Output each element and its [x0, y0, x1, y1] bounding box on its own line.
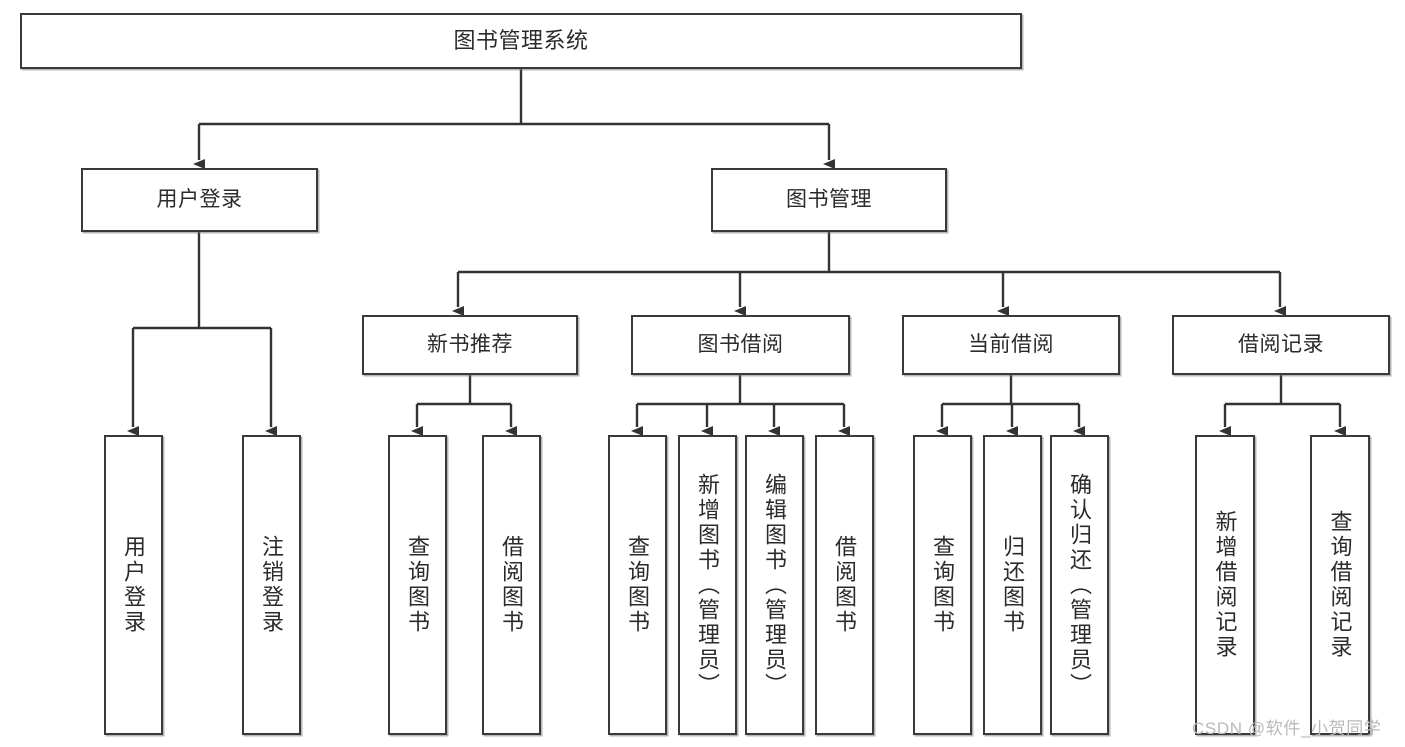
- node-leaf-confirm-return-admin[interactable]: 确认归还（管理员）: [1050, 435, 1109, 735]
- node-label: 查询图书: [405, 535, 431, 635]
- node-leaf-add-book-admin[interactable]: 新增图书（管理员）: [678, 435, 737, 735]
- node-leaf-query-books-newbook[interactable]: 查询图书: [388, 435, 447, 735]
- node-label: 新增图书（管理员）: [695, 472, 721, 698]
- node-book-borrowing[interactable]: 图书借阅: [631, 315, 850, 375]
- node-new-book-recommendation[interactable]: 新书推荐: [362, 315, 578, 375]
- node-label: 新增借阅记录: [1212, 510, 1238, 660]
- node-label: 归还图书: [1000, 535, 1026, 635]
- node-leaf-edit-book-admin[interactable]: 编辑图书（管理员）: [745, 435, 804, 735]
- node-borrowing-records[interactable]: 借阅记录: [1172, 315, 1390, 375]
- node-label: 借阅记录: [1238, 333, 1324, 357]
- node-leaf-borrow-books-newbook[interactable]: 借阅图书: [482, 435, 541, 735]
- node-current-borrowing[interactable]: 当前借阅: [902, 315, 1120, 375]
- node-user-login[interactable]: 用户登录: [81, 168, 318, 232]
- node-leaf-logout[interactable]: 注销登录: [242, 435, 301, 735]
- node-leaf-add-borrow-record[interactable]: 新增借阅记录: [1195, 435, 1255, 735]
- node-label: 图书借阅: [697, 333, 784, 357]
- node-leaf-user-login[interactable]: 用户登录: [104, 435, 163, 735]
- node-leaf-query-books-current[interactable]: 查询图书: [913, 435, 972, 735]
- node-label: 确认归还（管理员）: [1067, 472, 1093, 698]
- node-label: 借阅图书: [499, 535, 525, 635]
- node-leaf-query-books-borrow[interactable]: 查询图书: [608, 435, 667, 735]
- node-label: 查询借阅记录: [1327, 510, 1353, 660]
- node-label: 借阅图书: [832, 535, 858, 635]
- node-label: 图书管理: [786, 188, 872, 212]
- node-label: 编辑图书（管理员）: [762, 472, 788, 698]
- node-label: 新书推荐: [427, 333, 513, 357]
- node-root-book-management-system[interactable]: 图书管理系统: [20, 13, 1022, 69]
- node-label: 注销登录: [259, 535, 285, 635]
- node-leaf-borrow-books-borrow[interactable]: 借阅图书: [815, 435, 874, 735]
- node-label: 用户登录: [156, 188, 243, 212]
- node-label: 查询图书: [625, 535, 651, 635]
- node-leaf-query-borrow-record[interactable]: 查询借阅记录: [1310, 435, 1370, 735]
- node-label: 查询图书: [930, 535, 956, 635]
- node-label: 图书管理系统: [453, 27, 589, 53]
- node-label: 当前借阅: [968, 333, 1054, 357]
- node-book-management[interactable]: 图书管理: [711, 168, 947, 232]
- node-label: 用户登录: [121, 535, 147, 635]
- node-leaf-return-books[interactable]: 归还图书: [983, 435, 1042, 735]
